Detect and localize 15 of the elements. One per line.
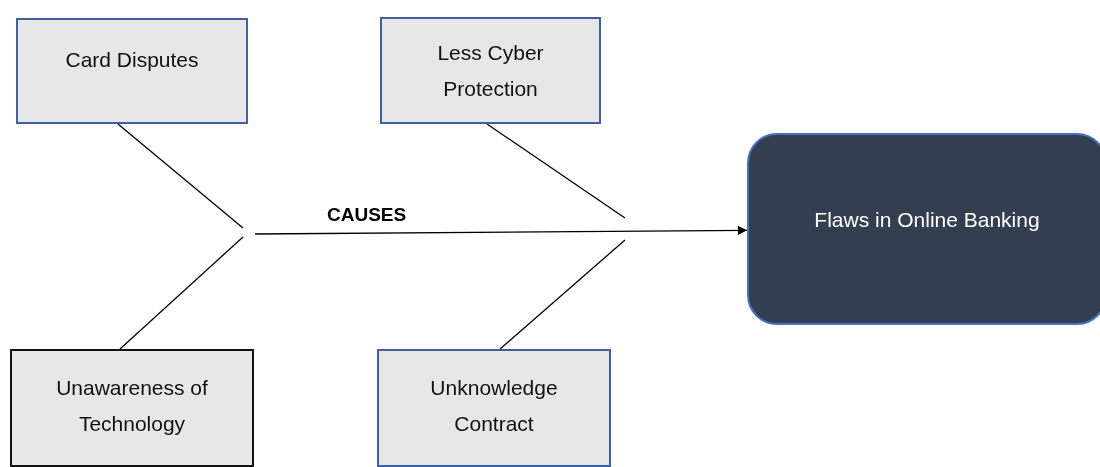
branch-line [486,123,626,219]
cause-box [377,349,611,467]
branch-line [499,239,626,350]
node-label: Less Cyber Protection [436,39,545,102]
node-label: Card Disputes [65,47,199,73]
node-label: Unknowledge Contract [429,375,559,437]
branch-line [117,123,244,229]
arrow [254,225,748,235]
branch-line [119,236,244,350]
effect-box [747,133,1100,325]
cause-box [380,17,601,124]
node-label: Flaws in Online Banking [814,207,1040,233]
cause-box [16,18,248,124]
node-label: Unawareness of Technology [55,375,209,437]
cause-box [10,349,254,467]
